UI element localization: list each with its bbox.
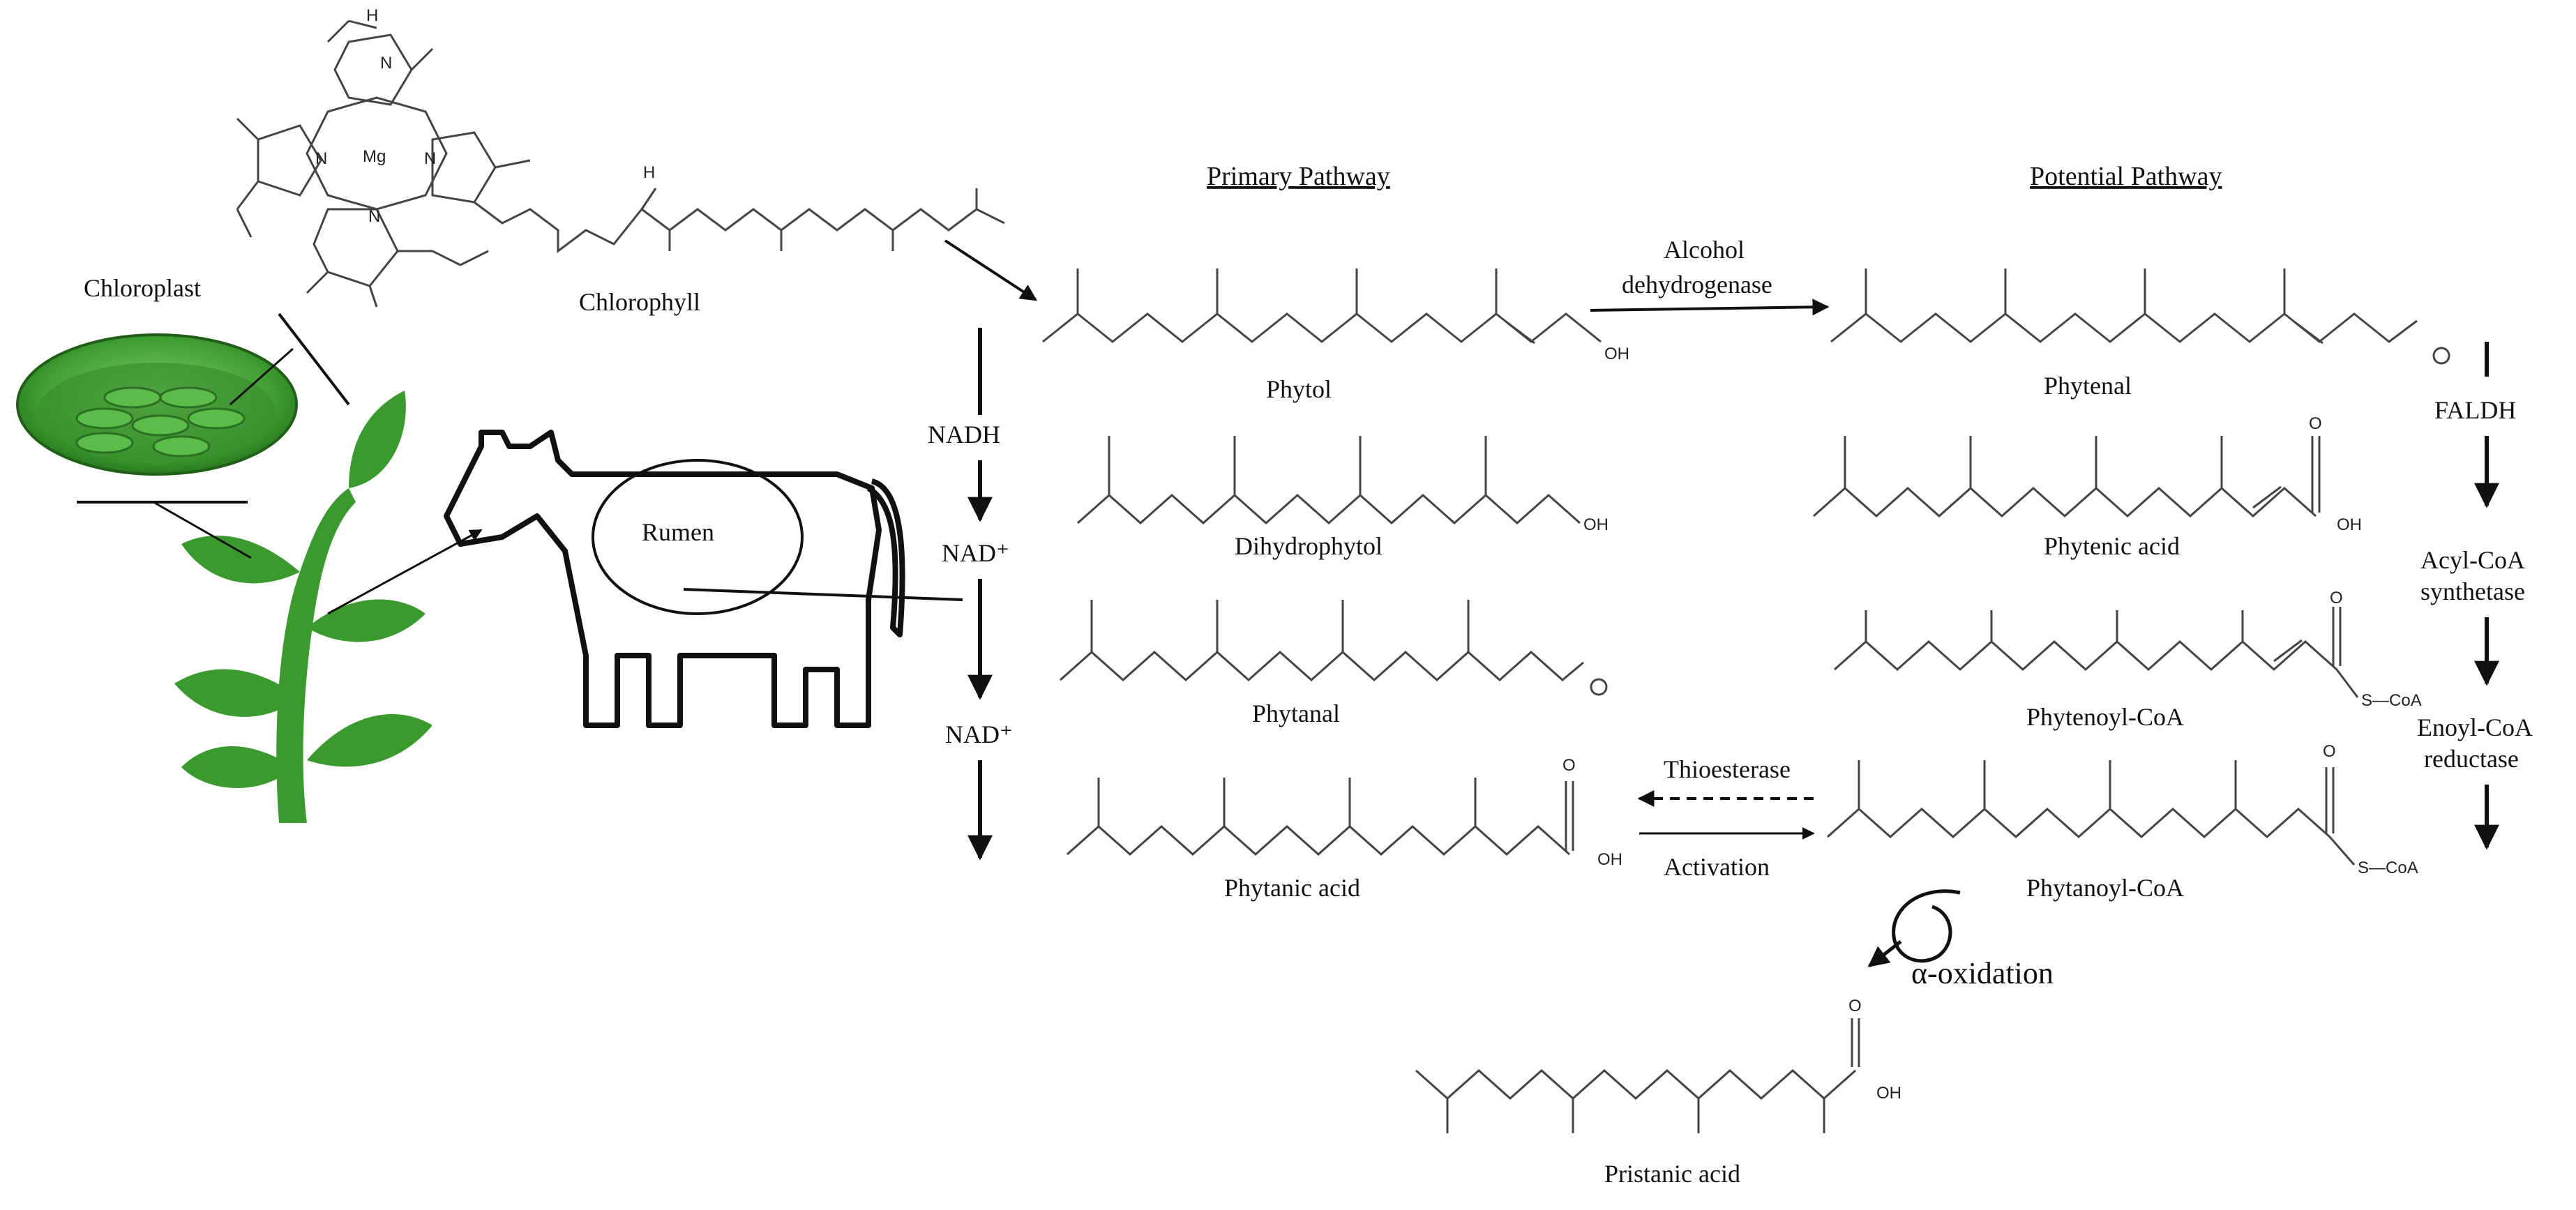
phytanic-acid-o: O bbox=[1562, 756, 1576, 775]
chl-h2: H bbox=[643, 163, 655, 182]
alcohol-dehydrogenase-arrow bbox=[1590, 298, 1830, 316]
chl-n1: N bbox=[380, 54, 392, 73]
faldh-label: FALDH bbox=[2434, 396, 2516, 424]
cow-icon bbox=[444, 430, 905, 728]
thioesterase-label: Thioesterase bbox=[1664, 755, 1791, 783]
phytenoyl-coa-label: Phytenoyl-CoA bbox=[2026, 703, 2184, 731]
phytanoyl-coa-o: O bbox=[2323, 742, 2336, 761]
chlorophyll-label: Chlorophyll bbox=[579, 288, 700, 316]
dihydrophytol-label: Dihydrophytol bbox=[1235, 532, 1383, 560]
alpha-oxidation-arrow bbox=[1867, 889, 1961, 967]
plant-pointer bbox=[153, 501, 252, 559]
dihydrophytol-structure bbox=[1077, 436, 1581, 525]
primary-pathway-header: Primary Pathway bbox=[1207, 162, 1390, 191]
nadh-label: NADH bbox=[928, 421, 1000, 448]
phytanic-acid-structure bbox=[1067, 778, 1574, 856]
chloroplast-pointer-inner bbox=[229, 347, 294, 406]
acyl-coa-label-2: synthetase bbox=[2420, 577, 2525, 605]
enoyl-coa-label-2: reductase bbox=[2424, 745, 2519, 773]
chl-h: H bbox=[366, 6, 378, 25]
phytenic-acid-structure bbox=[1813, 436, 2321, 518]
pristanic-acid-structure bbox=[1415, 1018, 1860, 1133]
phytenoyl-coa-structure bbox=[1834, 607, 2359, 698]
chl-n2: N bbox=[315, 149, 327, 168]
rumen-pointer bbox=[683, 588, 963, 601]
phytenal-o bbox=[2432, 347, 2450, 365]
rumen-label: Rumen bbox=[642, 518, 714, 546]
phytanal-o bbox=[1590, 678, 1608, 696]
phytenal-label: Phytenal bbox=[2044, 372, 2132, 400]
enoyl-coa-label-1: Enoyl-CoA bbox=[2417, 713, 2533, 741]
potential-pathway-header: Potential Pathway bbox=[2030, 162, 2222, 191]
alpha-oxidation-label: α-oxidation bbox=[1911, 956, 2054, 990]
chloroplast-label: Chloroplast bbox=[84, 274, 201, 302]
acyl-coa-label-1: Acyl-CoA bbox=[2420, 546, 2525, 574]
chl-mg: Mg bbox=[363, 147, 386, 166]
dihydrophytol-oh: OH bbox=[1583, 515, 1609, 534]
phytanic-acid-label: Phytanic acid bbox=[1224, 874, 1360, 902]
chl-n4: N bbox=[368, 207, 380, 226]
chloroplast-pointer-top bbox=[278, 312, 350, 406]
phytanal-label: Phytanal bbox=[1252, 699, 1340, 727]
pristanic-acid-o: O bbox=[1848, 997, 1862, 1015]
nad-plus-label-2: NAD⁺ bbox=[945, 720, 1013, 748]
phytenoyl-coa-s: S—CoA bbox=[2361, 691, 2422, 710]
alcohol-dehydrogenase-label-2: dehydrogenase bbox=[1622, 271, 1772, 298]
phytanal-structure bbox=[1060, 600, 1584, 682]
plant-to-cow-arrow bbox=[327, 529, 483, 615]
pristanic-acid-label: Pristanic acid bbox=[1604, 1160, 1740, 1188]
alcohol-dehydrogenase-label-1: Alcohol bbox=[1664, 236, 1745, 264]
phytenal-structure bbox=[1830, 269, 2418, 345]
phytanoyl-coa-structure bbox=[1827, 760, 2356, 865]
chlorophyll-to-phytol-arrow bbox=[944, 239, 1038, 301]
phytenic-acid-label: Phytenic acid bbox=[2044, 532, 2180, 560]
activation-label: Activation bbox=[1664, 853, 1770, 881]
phytenic-acid-oh: OH bbox=[2337, 515, 2362, 534]
phytenic-acid-o: O bbox=[2309, 414, 2322, 433]
phytol-oh: OH bbox=[1604, 345, 1629, 363]
chloroplast-icon bbox=[16, 333, 298, 476]
chl-n3: N bbox=[424, 149, 436, 168]
phytenoyl-coa-o: O bbox=[2330, 589, 2343, 607]
nad-plus-label-1: NAD⁺ bbox=[942, 539, 1009, 567]
phytol-structure bbox=[1042, 269, 1602, 345]
phytol-label: Phytol bbox=[1266, 375, 1332, 403]
chlorophyll-structure bbox=[236, 20, 1005, 308]
phytanoyl-coa-s: S—CoA bbox=[2358, 859, 2418, 877]
pristanic-acid-oh: OH bbox=[1876, 1084, 1901, 1103]
phytanic-acid-oh: OH bbox=[1597, 850, 1622, 869]
phytanoyl-coa-label: Phytanoyl-CoA bbox=[2026, 874, 2184, 902]
